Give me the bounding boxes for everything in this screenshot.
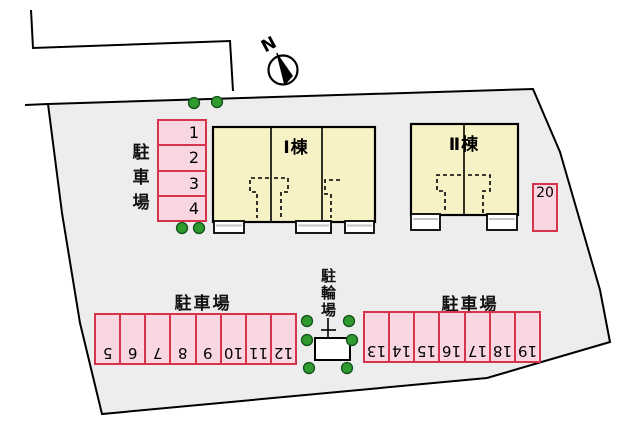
parking-stall-20: 20: [532, 183, 558, 232]
compass-icon: [267, 52, 299, 86]
stall-number: 20: [536, 185, 554, 201]
parking-stall: 19: [513, 313, 539, 361]
parking-stall: 7: [144, 315, 169, 363]
north-lot-boundary: [30, 9, 234, 92]
parking-stall: 11: [244, 315, 270, 363]
bicycle-parking-shape: [314, 318, 351, 361]
parking-stall: 3: [159, 169, 205, 195]
parking-stall: 6: [119, 315, 144, 363]
parking-stall: 14: [388, 313, 413, 361]
road-edge-line: [24, 103, 49, 106]
tree-icons: [175, 95, 359, 375]
bicycle-parking-label: 駐輪場: [320, 267, 336, 319]
parking-bottom-right-row: 13 14 15 16 17 18 19: [363, 311, 541, 363]
parking-stall: 15: [413, 313, 438, 361]
building-1-shape: [211, 125, 377, 234]
building-2-label: Ⅱ棟: [448, 135, 480, 155]
parking-bottom-left-row: 5 6 7 8 9 10 11 12: [94, 313, 297, 365]
parking-left-label: 駐車場: [132, 143, 150, 213]
parking-stall: 5: [102, 344, 113, 362]
parking-stall: 18: [488, 313, 514, 361]
parking-bottom-left-label: 駐車場: [174, 294, 232, 314]
parking-stall: 17: [463, 313, 489, 361]
parking-stall: 2: [159, 144, 205, 169]
parking-stall: 8: [169, 315, 194, 363]
building-1-label: Ⅰ棟: [283, 138, 309, 158]
parking-stall: 13: [367, 342, 387, 360]
building-2-shape: [409, 122, 520, 231]
parking-stall: 10: [219, 315, 245, 363]
parking-stall: 9: [194, 315, 220, 363]
parking-stall: 1: [188, 123, 199, 143]
parking-stall: 16: [438, 313, 463, 361]
parking-left-column: 1 2 3 4: [157, 119, 207, 222]
parking-stall: 12: [269, 315, 295, 363]
parking-bottom-right-label: 駐車場: [441, 295, 499, 315]
parking-stall: 4: [159, 194, 205, 220]
